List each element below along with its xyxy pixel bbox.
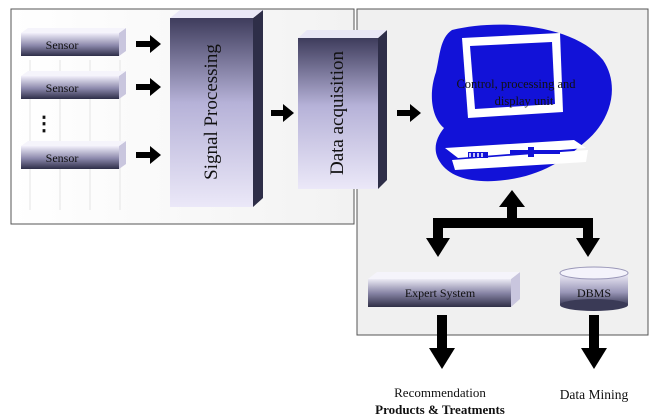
signal-processing-block: Signal Processing <box>170 10 263 207</box>
arrow-to-control-unit <box>397 104 421 122</box>
output-arrows <box>429 315 607 369</box>
sensor-block-1: Sensor <box>21 28 126 56</box>
dbms-label: DBMS <box>577 286 611 300</box>
sensor-arrows <box>136 35 161 164</box>
data-acquisition-label: Data acquisition <box>327 51 348 175</box>
branch-arrows <box>426 190 600 257</box>
arrow-to-data-acquisition <box>271 104 294 122</box>
sensor-block-2: Sensor <box>21 71 126 99</box>
recommendation-label-line2: Products & Treatments <box>375 402 505 417</box>
expert-system-label: Expert System <box>405 286 476 300</box>
sensor-label: Sensor <box>46 81 79 95</box>
sensor-ellipsis: ⋮ <box>34 113 54 135</box>
signal-processing-label: Signal Processing <box>201 44 222 180</box>
expert-system-block: Expert System <box>368 272 520 307</box>
sensor-label: Sensor <box>46 38 79 52</box>
control-unit-label-line2: display unit <box>495 94 554 108</box>
sensor-block-3: Sensor <box>21 141 126 169</box>
computer-icon <box>431 24 612 182</box>
data-mining-label: Data Mining <box>560 387 629 402</box>
recommendation-label-line1: Recommendation <box>394 385 486 400</box>
dbms-cylinder: DBMS <box>559 266 629 311</box>
data-acquisition-block: Data acquisition <box>298 30 387 189</box>
sensor-label: Sensor <box>46 151 79 165</box>
control-unit-label-line1: Control, processing and <box>456 77 576 91</box>
